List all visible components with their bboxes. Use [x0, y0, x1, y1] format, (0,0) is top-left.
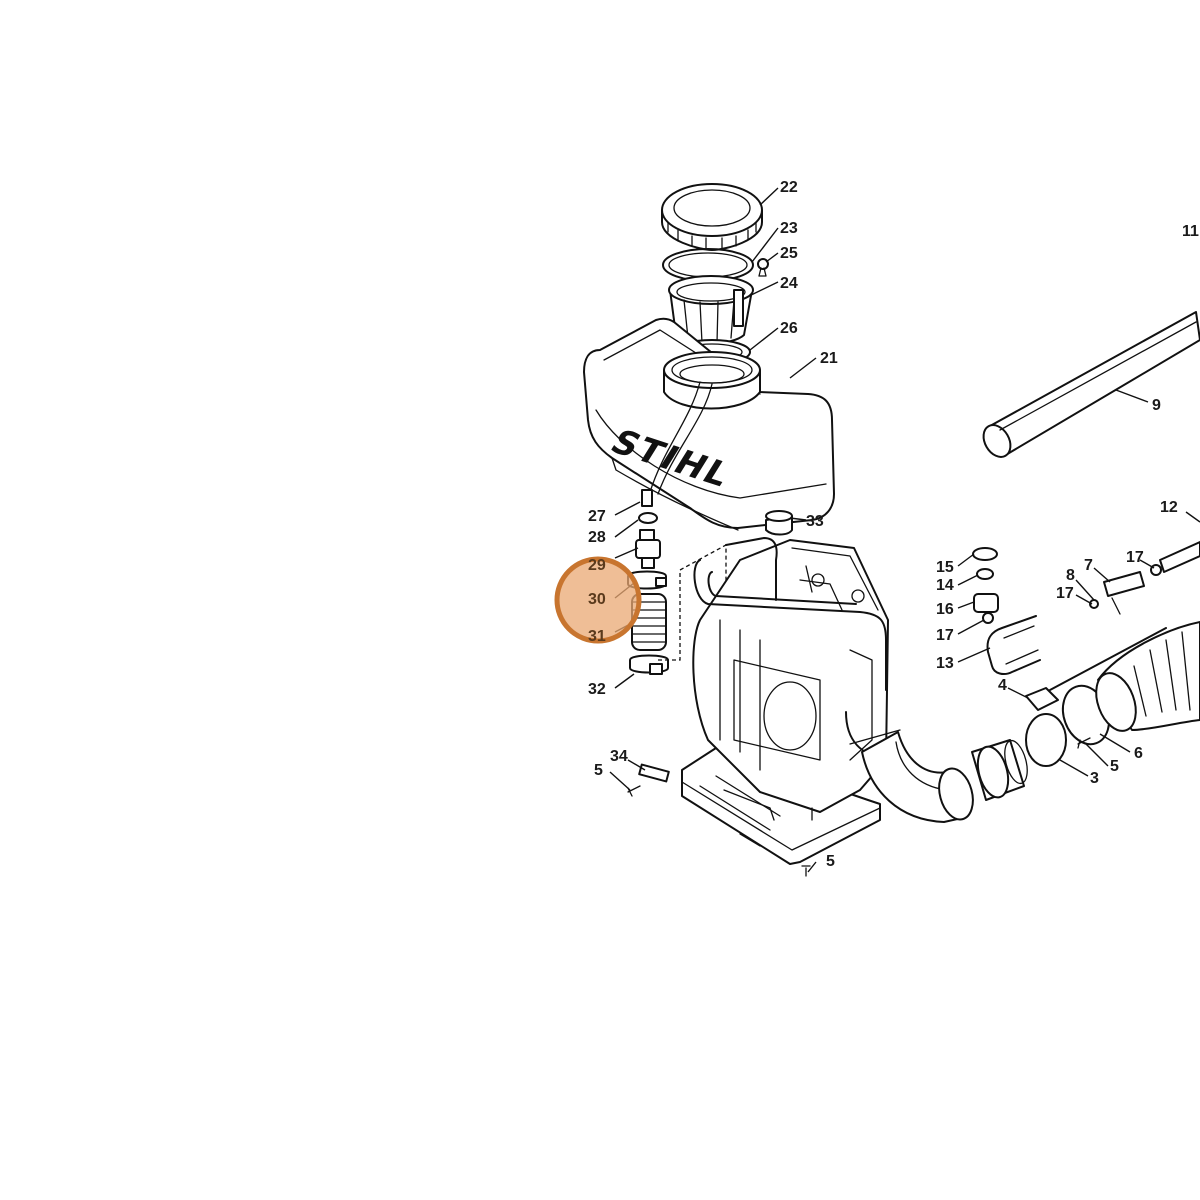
- callout-25: 25: [780, 245, 798, 262]
- callout-5-bottom: 5: [826, 853, 835, 870]
- spray-assembly: [971, 311, 1200, 801]
- callout-3: 3: [1090, 770, 1099, 787]
- callout-8: 8: [1066, 567, 1075, 584]
- tank: STIHL: [583, 317, 835, 536]
- highlight-circle: [554, 556, 642, 644]
- callout-32: 32: [588, 681, 606, 698]
- callout-26: 26: [780, 320, 798, 337]
- callout-33: 33: [806, 513, 824, 530]
- callout-12: 12: [1160, 499, 1178, 516]
- callout-29: 29: [588, 557, 606, 574]
- callout-6: 6: [1134, 745, 1143, 762]
- callout-23: 23: [780, 220, 798, 237]
- callout-15: 15: [936, 559, 954, 576]
- callout-17-c: 17: [1126, 549, 1144, 566]
- callout-16: 16: [936, 601, 954, 618]
- callout-27: 27: [588, 508, 606, 525]
- callout-34: 34: [610, 748, 628, 765]
- callout-31: 31: [588, 628, 606, 645]
- small-hardware: [627, 763, 811, 877]
- blower-frame: [681, 537, 974, 865]
- callout-9: 9: [1152, 397, 1161, 414]
- callout-5-left: 5: [594, 762, 603, 779]
- callout-30: 30: [588, 591, 606, 608]
- callout-21: 21: [820, 350, 838, 367]
- callout-11: 11: [1182, 223, 1199, 240]
- callout-22: 22: [780, 179, 798, 196]
- callout-24: 24: [780, 275, 798, 292]
- callout-7: 7: [1084, 557, 1093, 574]
- callout-28: 28: [588, 529, 606, 546]
- callout-14: 14: [936, 577, 954, 594]
- callout-17-a: 17: [936, 627, 954, 644]
- callout-17-b: 17: [1056, 585, 1074, 602]
- tank-cap-assembly: [661, 183, 769, 365]
- callout-4: 4: [998, 677, 1007, 694]
- callout-5-right: 5: [1110, 758, 1119, 775]
- callout-13: 13: [936, 655, 954, 672]
- callout-labels: 22 23 25 24 26 21 9 11 12 33 27 28 29 30…: [588, 179, 1199, 870]
